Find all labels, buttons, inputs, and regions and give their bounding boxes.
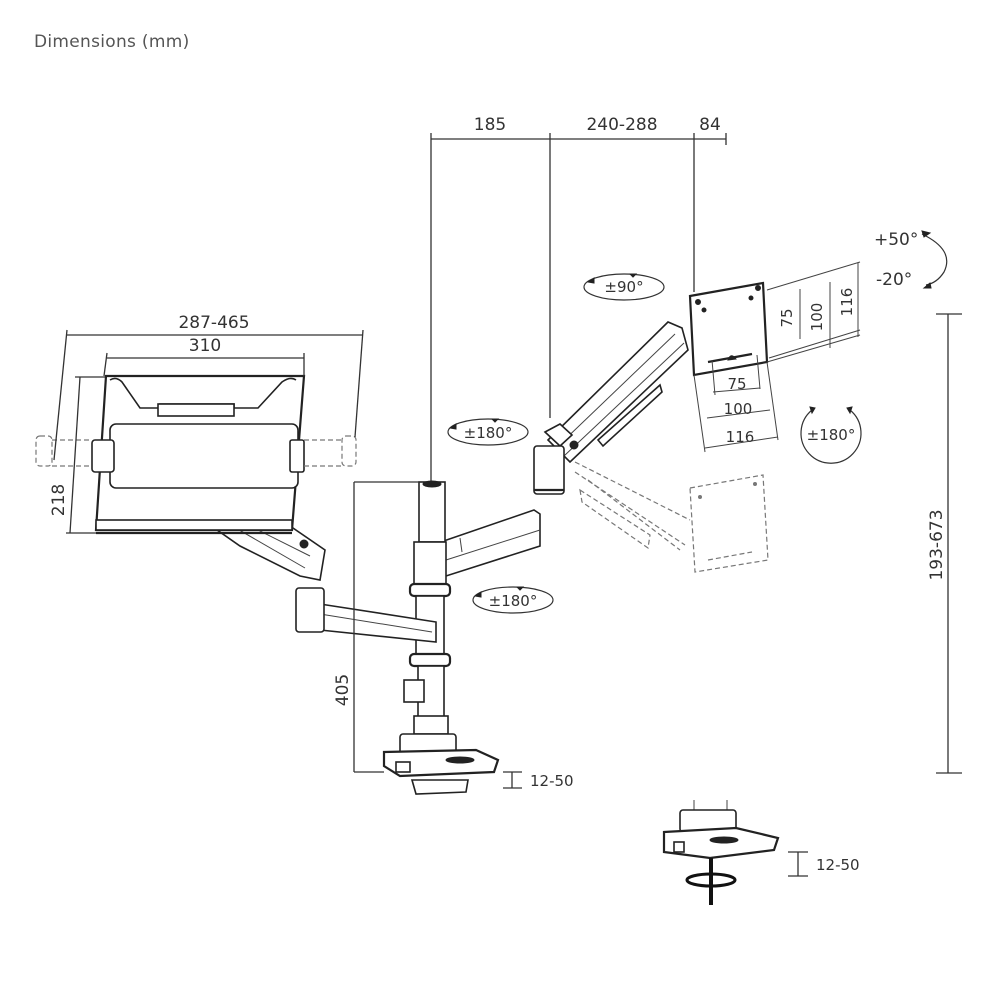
ghost-arm-position [574, 461, 769, 573]
right-middle-arm [431, 509, 541, 577]
vesa-plate: 75 100 116 75 100 116 [688, 261, 861, 453]
upper-swivel-180-label: ±180° [464, 424, 513, 442]
tilt-up-label: +50° [874, 230, 918, 250]
left-middle-arm [295, 587, 437, 643]
rotation-180-label: ±180° [807, 426, 856, 444]
diagram-title: Dimensions (mm) [34, 32, 190, 52]
swivel-90-label: ±90° [604, 278, 643, 296]
laptop-tray: 287-465 310 218 [35, 313, 364, 535]
vesa-v-75: 75 [778, 308, 796, 327]
vesa-v-116: 116 [838, 288, 856, 317]
dim-185: 185 [474, 115, 506, 135]
vesa-h-100: 100 [724, 400, 753, 418]
upper-arm-swivel-indicator: ±180° [447, 418, 529, 446]
dim-218: 218 [49, 484, 69, 516]
height-range-dimension: 193-673 [927, 313, 962, 774]
dim-240-288: 240-288 [586, 115, 657, 135]
lower-arm-swivel-indicator: ±180° [472, 586, 554, 614]
monitor-rotation-indicator: ±180° [800, 406, 862, 464]
dim-193-673: 193-673 [927, 509, 947, 580]
grommet-12-50-label: 12-50 [816, 856, 860, 874]
desk-clamp: 12-50 [382, 733, 574, 795]
vesa-h-75: 75 [727, 375, 746, 393]
vesa-h-116: 116 [726, 428, 755, 446]
right-gas-arm [533, 321, 689, 495]
top-dimension-line: 185 240-288 84 [430, 115, 727, 482]
pole [403, 480, 452, 737]
monitor-swivel-indicator: ±90° [583, 273, 665, 301]
dim-84: 84 [699, 115, 721, 135]
clamp-12-50-label: 12-50 [530, 772, 574, 790]
lower-swivel-180-label: ±180° [489, 592, 538, 610]
pole-height-dimension: 405 [333, 481, 420, 773]
vesa-v-100: 100 [808, 303, 826, 332]
grommet-mount: 12-50 [662, 800, 860, 905]
dim-405: 405 [333, 674, 353, 706]
tilt-down-label: -20° [876, 270, 912, 290]
tilt-indicator: +50° -20° [874, 230, 948, 290]
dim-287-465: 287-465 [178, 313, 249, 333]
dim-310: 310 [189, 336, 221, 356]
